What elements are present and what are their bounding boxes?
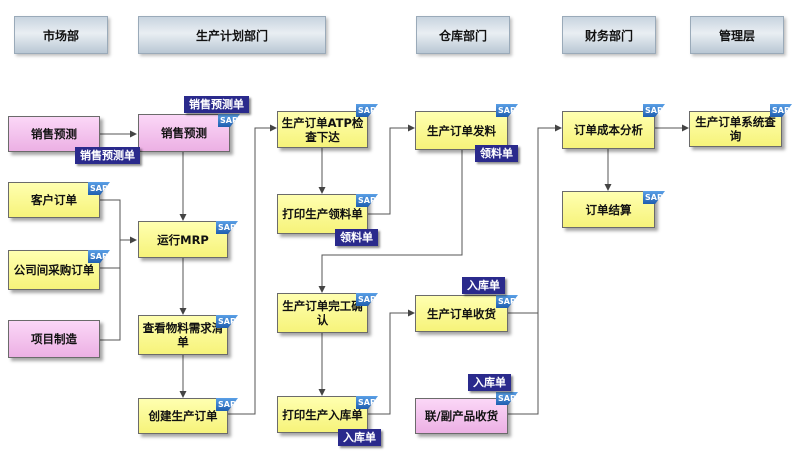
dept-management: 管理层 — [690, 16, 784, 54]
document-tag-picking: 领料单 — [335, 229, 378, 246]
dept-production-planning: 生产计划部门 — [138, 16, 326, 54]
node-market-sales-forecast[interactable]: 销售预测 — [8, 116, 100, 152]
arrow-issue-to-confirm — [318, 150, 463, 293]
node-order-system-query[interactable]: 生产订单系统查询 — [689, 111, 782, 147]
node-create-production-order[interactable]: 创建生产订单 — [138, 398, 228, 434]
node-run-mrp[interactable]: 运行MRP — [138, 221, 228, 258]
node-plan-sales-forecast[interactable]: 销售预测 — [138, 114, 230, 152]
arrow-create-to-atp — [228, 124, 277, 415]
node-intercompany-po[interactable]: 公司间采购订单 — [8, 250, 100, 290]
arrow-to-cost-analysis — [508, 124, 562, 314]
node-order-cost-analysis[interactable]: 订单成本分析 — [562, 111, 655, 149]
document-tag-receipt: 入库单 — [468, 374, 511, 391]
arrow-print-to-receipt — [368, 309, 415, 415]
arrow-picking-to-issue — [368, 124, 415, 215]
dept-warehouse: 仓库部门 — [416, 16, 510, 54]
merge-market-orders — [100, 199, 121, 341]
node-view-material-requirements[interactable]: 查看物料需求清单 — [138, 315, 228, 355]
dept-market: 市场部 — [14, 16, 108, 54]
node-byproduct-receipt[interactable]: 联/副产品收货 — [415, 398, 508, 434]
node-order-receipt[interactable]: 生产订单收货 — [415, 295, 508, 332]
node-customer-order[interactable]: 客户订单 — [8, 182, 100, 218]
node-order-issue[interactable]: 生产订单发料 — [415, 111, 508, 150]
document-tag-picking: 领料单 — [475, 145, 518, 162]
node-print-receipt[interactable]: 打印生产入库单 — [277, 396, 368, 433]
dept-finance: 财务部门 — [562, 16, 656, 54]
node-order-completion-confirm[interactable]: 生产订单完工确认 — [277, 293, 368, 333]
document-tag-receipt: 入库单 — [338, 429, 381, 446]
node-project-manufacturing[interactable]: 项目制造 — [8, 320, 100, 358]
node-order-settlement[interactable]: 订单结算 — [562, 191, 655, 228]
document-tag-receipt: 入库单 — [462, 277, 505, 294]
node-order-atp-release[interactable]: 生产订单ATP检查下达 — [277, 111, 368, 148]
node-print-picking-list[interactable]: 打印生产领料单 — [277, 194, 368, 234]
document-tag-forecast: 销售预测单 — [75, 147, 140, 164]
document-tag-forecast: 销售预测单 — [184, 96, 249, 113]
